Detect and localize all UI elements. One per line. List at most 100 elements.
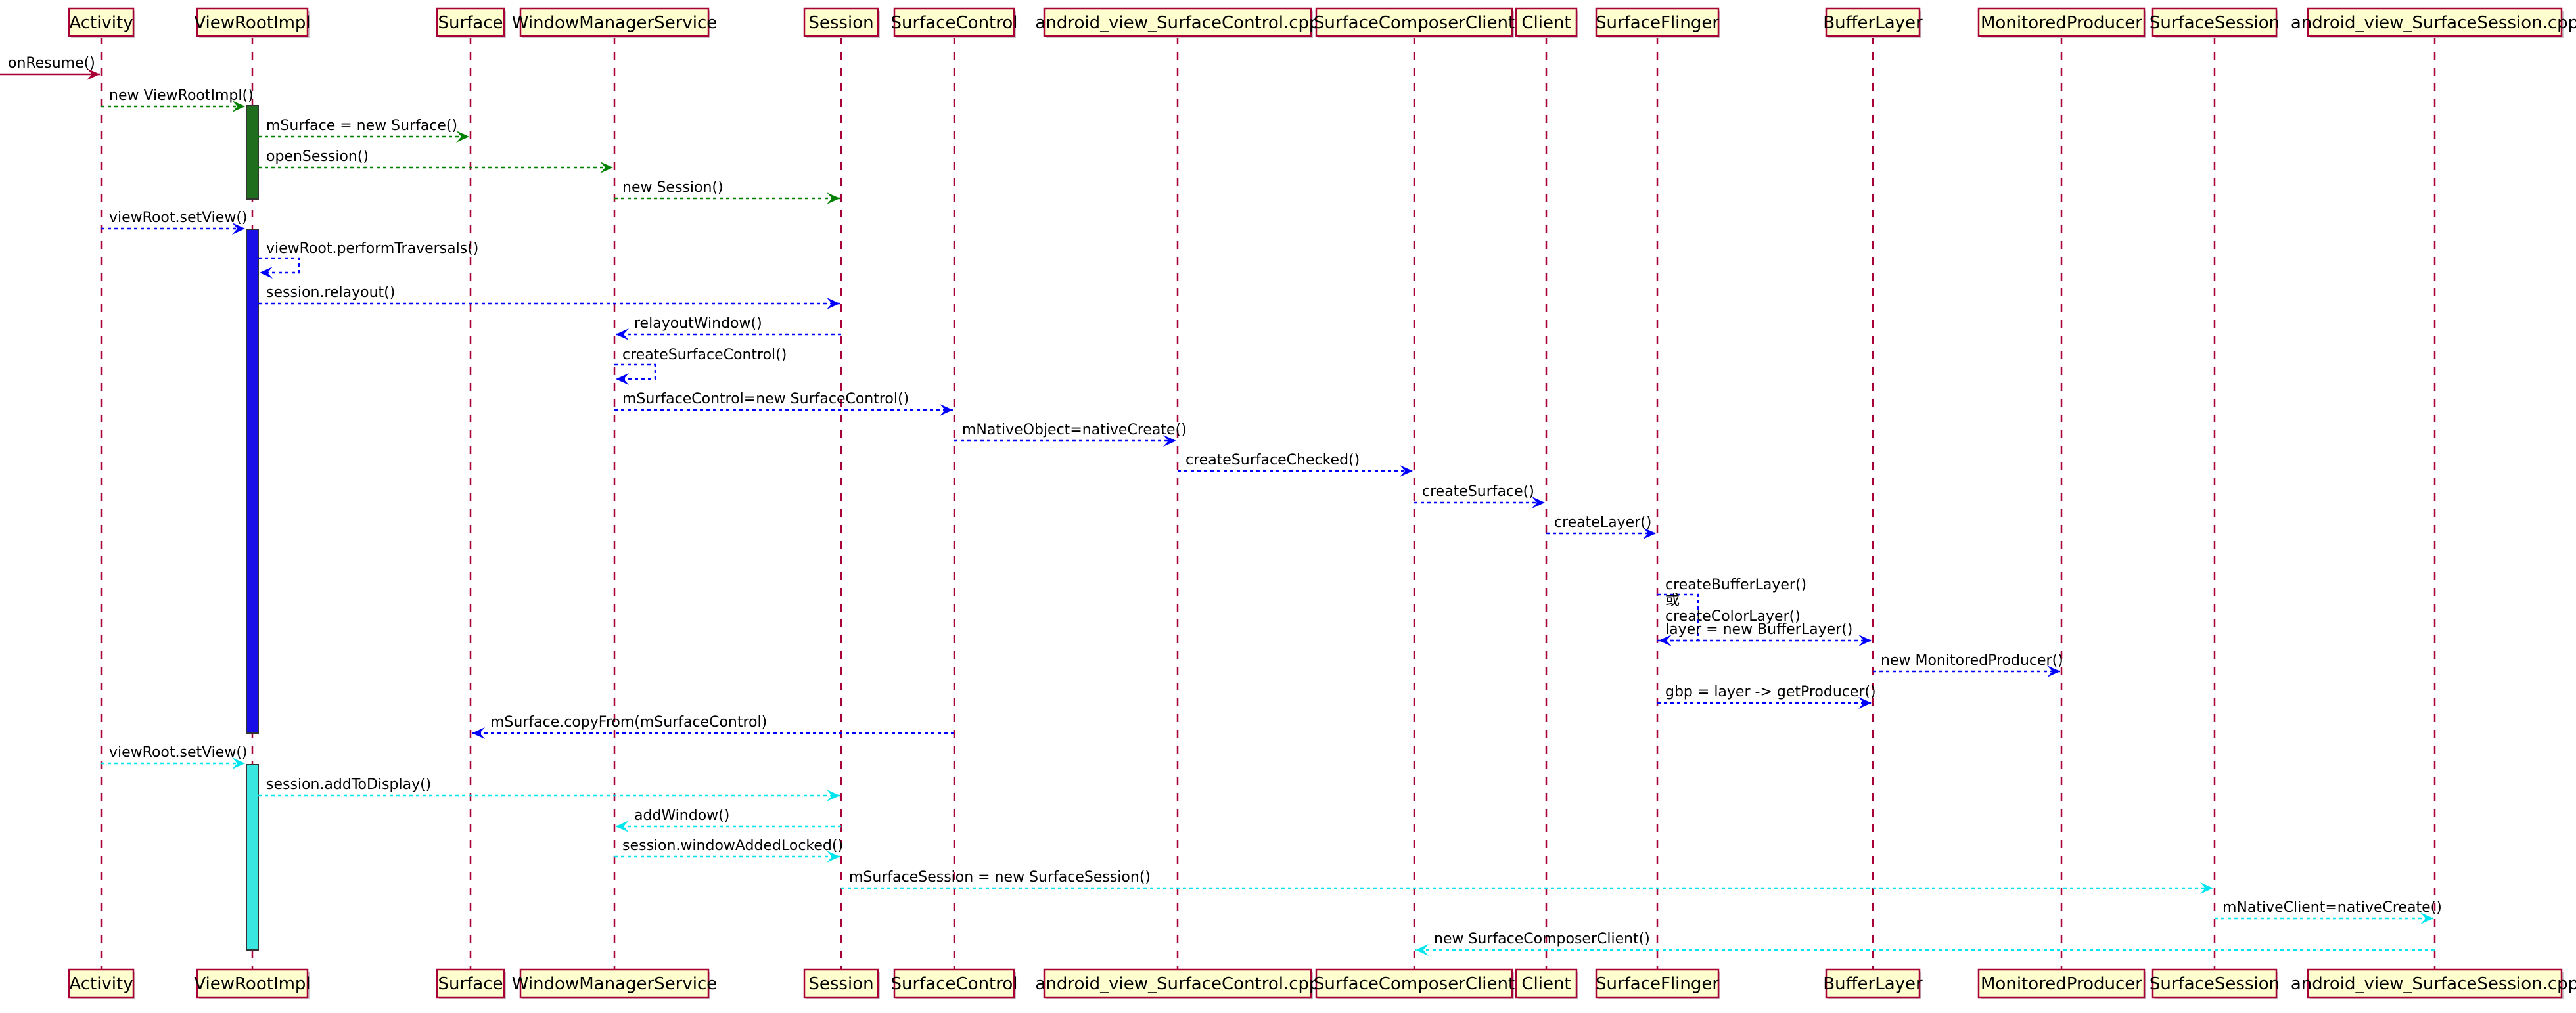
participant-jni_surfacesession-bottom: android_view_SurfaceSession.cpp [2291,968,2576,999]
message-label: onResume() [8,55,95,72]
message-label: mNativeClient=nativeCreate() [2222,899,2442,916]
participant-label: WindowManagerService [512,974,718,994]
participant-jni_surfacecontrol-bottom: android_view_SurfaceControl.cpp [1035,968,1320,999]
participant-label: Client [1521,13,1571,33]
message-label: mSurface = new Surface() [266,118,457,134]
message-label: createBufferLayer() [1665,577,1806,593]
participant-session-bottom: Session [803,968,880,999]
participant-scc-bottom: SurfaceComposerClient [1314,968,1515,999]
participant-session-top: Session [803,7,880,38]
message: viewRoot.performTraversals() [258,240,478,279]
arrow-head [232,757,245,769]
arrow-head [1400,465,1413,477]
participant-label: ViewRootImpl [194,974,310,994]
message-label: new MonitoredProducer() [1881,652,2063,669]
message-label: session.windowAddedLocked() [622,838,843,854]
participant-label: Surface [438,13,503,33]
participant-label: BufferLayer [1823,13,1923,33]
message-label: layer = new BufferLayer() [1665,621,1852,638]
message: relayoutWindow() [616,315,841,340]
participant-surfacecontrol-top: SurfaceControl [890,7,1018,38]
arrow-head [2200,882,2213,894]
participant-bufferlayer-top: BufferLayer [1823,7,1923,38]
message: new SurfaceComposerClient() [1415,931,2435,956]
participant-label: Surface [438,974,503,994]
message: openSession() [258,148,613,173]
message-label: relayoutWindow() [634,315,762,332]
message: gbp = layer -> getProducer() [1657,684,1876,709]
arrow-head [1858,635,1872,646]
participant-scc-top: SurfaceComposerClient [1314,7,1515,38]
message-arrow-self [614,363,656,380]
message: viewRoot.setView() [101,744,248,769]
message-label: session.addToDisplay() [266,777,431,793]
participant-label: Activity [69,974,133,994]
message: createSurfaceChecked() [1178,452,1413,477]
message: mSurfaceSession = new SurfaceSession() [841,869,2213,894]
message: createLayer() [1546,514,1656,539]
activation-bar-viewrootimpl [246,229,259,734]
participant-label: SurfaceSession [2150,974,2280,994]
arrow-head [1858,697,1872,709]
message: new ViewRootImpl() [101,87,254,112]
message-label: viewRoot.performTraversals() [266,240,478,257]
message: viewRoot.setView() [101,210,248,235]
message: session.relayout() [258,284,840,309]
activation-bars [246,105,259,951]
arrow-head [940,404,953,416]
participant-client-bottom: Client [1515,968,1578,999]
arrow-head [260,267,273,279]
arrow-head [827,790,840,801]
message-label: mNativeObject=nativeCreate() [962,422,1187,438]
arrow-head [1163,435,1176,447]
message: onResume() [0,55,100,80]
participant-label: MonitoredProducer [1981,13,2142,33]
participant-label: Session [808,974,873,994]
message-label: new SurfaceComposerClient() [1434,931,1650,947]
participant-activity-bottom: Activity [68,968,135,999]
message-label: createColorLayer() [1665,608,1801,625]
message-label: addWindow() [634,807,729,824]
participant-label: SurfaceSession [2150,13,2280,33]
participant-bufferlayer-bottom: BufferLayer [1823,968,1923,999]
arrow-head [1532,497,1545,508]
message-label: viewRoot.setView() [109,744,248,761]
arrow-head [600,162,613,173]
participant-label: Session [808,13,873,33]
participant-surfacesession-top: SurfaceSession [2150,7,2280,38]
arrow-head [1415,944,1429,956]
participant-label: SurfaceComposerClient [1314,974,1515,994]
participant-label: SurfaceFlinger [1596,13,1719,33]
arrow-head [616,821,629,832]
arrow-head [2047,665,2060,677]
arrow-head [87,68,100,80]
message-arrow-self [258,257,300,274]
message: mSurface.copyFrom(mSurfaceControl) [472,714,954,739]
participant-activity-top: Activity [68,7,135,38]
participant-surfaceflinger-bottom: SurfaceFlinger [1595,968,1720,999]
message: session.windowAddedLocked() [614,838,843,863]
message-label: new Session() [622,179,724,196]
activation-bar-viewrootimpl [246,105,259,200]
message: addWindow() [616,807,841,832]
message-label: session.relayout() [266,284,395,301]
message-label: openSession() [266,148,369,165]
participant-label: SurfaceFlinger [1596,974,1719,994]
participant-label: BufferLayer [1823,974,1923,994]
participant-label: android_view_SurfaceControl.cpp [1035,974,1320,994]
participant-label: ViewRootImpl [194,13,310,33]
participant-label: WindowManagerService [512,13,718,33]
participant-label: android_view_SurfaceSession.cpp [2291,974,2576,994]
message-label: createSurfaceChecked() [1185,452,1360,468]
participant-label: android_view_SurfaceSession.cpp [2291,13,2576,33]
arrow-head [616,373,629,385]
arrow-head [472,727,485,739]
message-label: createSurface() [1422,484,1534,500]
arrow-head [827,192,840,204]
message: mNativeClient=nativeCreate() [2215,899,2442,924]
message: new Session() [614,179,840,204]
participant-surfacecontrol-bottom: SurfaceControl [890,968,1018,999]
lifelines [100,36,2436,970]
arrow-head [232,101,245,112]
